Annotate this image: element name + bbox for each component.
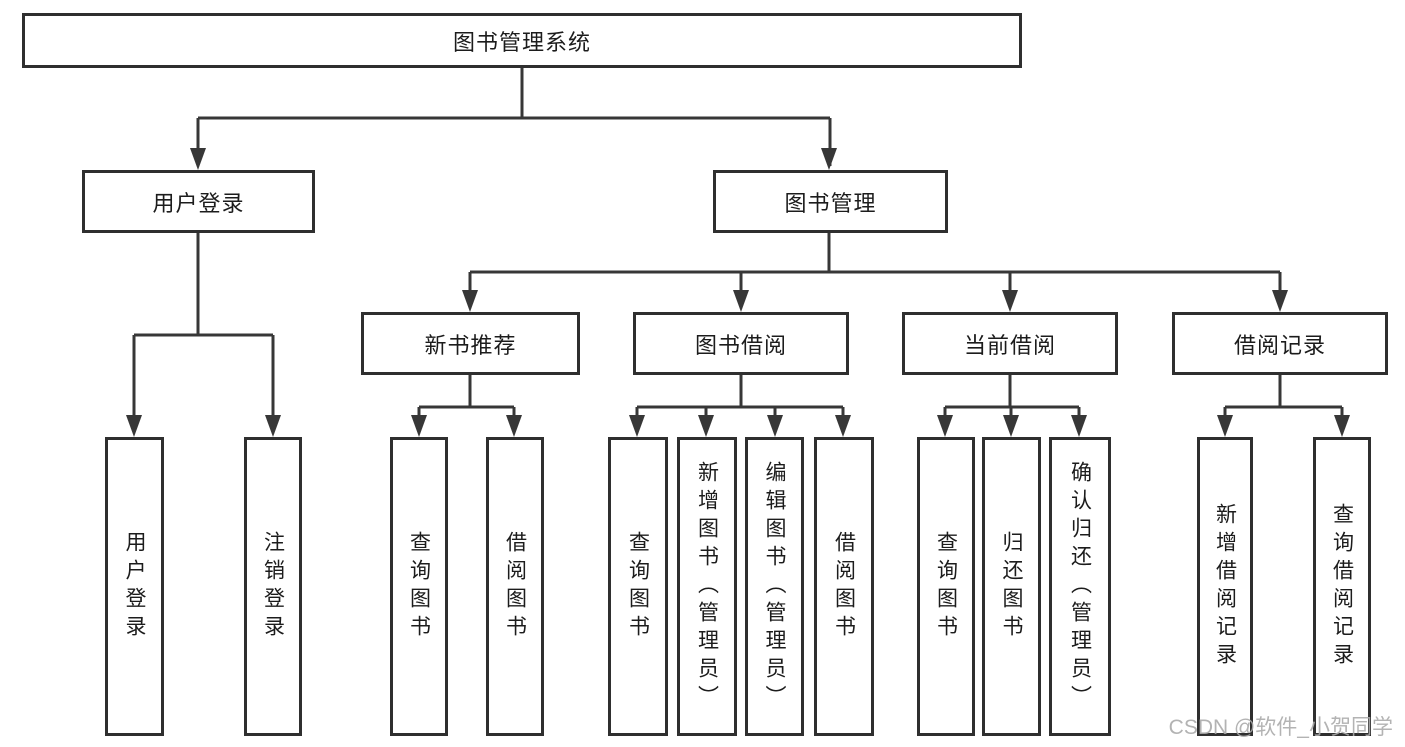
leaf-label: 查询借阅记录	[1330, 502, 1354, 671]
arrow-down-icon	[462, 290, 478, 312]
leaf-query-books-recommend: 查询图书	[390, 437, 448, 736]
arrowheads	[126, 148, 1350, 437]
node-new-book-recommend: 新书推荐	[361, 312, 580, 375]
node-borrow-records: 借阅记录	[1172, 312, 1388, 375]
leaf-borrow-books-borrowing: 借阅图书	[814, 437, 874, 736]
leaf-borrow-books-recommend: 借阅图书	[486, 437, 544, 736]
leaf-label: 编辑图书（管理员）	[763, 460, 786, 713]
arrow-down-icon	[265, 415, 281, 437]
arrow-down-icon	[629, 415, 645, 437]
edge-root-to-level2	[196, 68, 832, 166]
node-user-login: 用户登录	[82, 170, 315, 233]
arrow-down-icon	[1071, 415, 1087, 437]
arrow-down-icon	[698, 415, 714, 437]
leaf-label: 借阅图书	[503, 530, 527, 643]
edge-book-borrow-to-leaves	[635, 375, 845, 433]
node-book-management: 图书管理	[713, 170, 948, 233]
arrow-down-icon	[126, 415, 142, 437]
leaf-label: 注销登录	[261, 530, 285, 643]
csdn-watermark: CSDN @软件_小贺同学	[1168, 716, 1393, 739]
leaf-label: 新增借阅记录	[1213, 502, 1237, 671]
node-root-library-system: 图书管理系统	[22, 13, 1022, 68]
arrow-down-icon	[1334, 415, 1350, 437]
leaf-query-books-current: 查询图书	[917, 437, 975, 736]
leaf-logout: 注销登录	[244, 437, 302, 736]
leaf-label: 查询图书	[407, 530, 431, 643]
leaf-label: 确认归还（管理员）	[1068, 460, 1092, 713]
edge-user-login-to-leaves	[132, 233, 275, 433]
leaf-query-borrow-record: 查询借阅记录	[1313, 437, 1371, 736]
arrow-down-icon	[1217, 415, 1233, 437]
arrow-down-icon	[733, 290, 749, 312]
edge-book-mgmt-to-level3	[468, 233, 1282, 308]
arrow-down-icon	[835, 415, 851, 437]
arrow-down-icon	[767, 415, 783, 437]
leaf-label: 查询图书	[626, 530, 650, 643]
arrow-down-icon	[1002, 290, 1018, 312]
arrow-down-icon	[1003, 415, 1019, 437]
edge-new-book-rec-to-leaves	[417, 375, 516, 433]
leaf-add-borrow-record: 新增借阅记录	[1197, 437, 1253, 736]
arrow-down-icon	[1272, 290, 1288, 312]
leaf-add-books-admin: 新增图书（管理员）	[677, 437, 737, 736]
edge-borrow-records-to-leaves	[1223, 375, 1344, 433]
arrow-down-icon	[411, 415, 427, 437]
arrow-down-icon	[506, 415, 522, 437]
leaf-label: 借阅图书	[832, 530, 856, 643]
node-book-borrowing: 图书借阅	[633, 312, 849, 375]
tree-edges	[132, 68, 1344, 433]
leaf-edit-books-admin: 编辑图书（管理员）	[745, 437, 804, 736]
leaf-query-books-borrowing: 查询图书	[608, 437, 668, 736]
leaf-label: 查询图书	[934, 530, 958, 643]
arrow-down-icon	[190, 148, 206, 170]
node-current-borrowing: 当前借阅	[902, 312, 1118, 375]
arrow-down-icon	[937, 415, 953, 437]
leaf-user-login: 用户登录	[105, 437, 164, 736]
arrow-down-icon	[821, 148, 837, 170]
leaf-label: 用户登录	[123, 530, 146, 643]
leaf-return-books: 归还图书	[982, 437, 1041, 736]
leaf-confirm-return-admin: 确认归还（管理员）	[1049, 437, 1111, 736]
leaf-label: 新增图书（管理员）	[695, 460, 719, 713]
leaf-label: 归还图书	[1000, 530, 1023, 643]
